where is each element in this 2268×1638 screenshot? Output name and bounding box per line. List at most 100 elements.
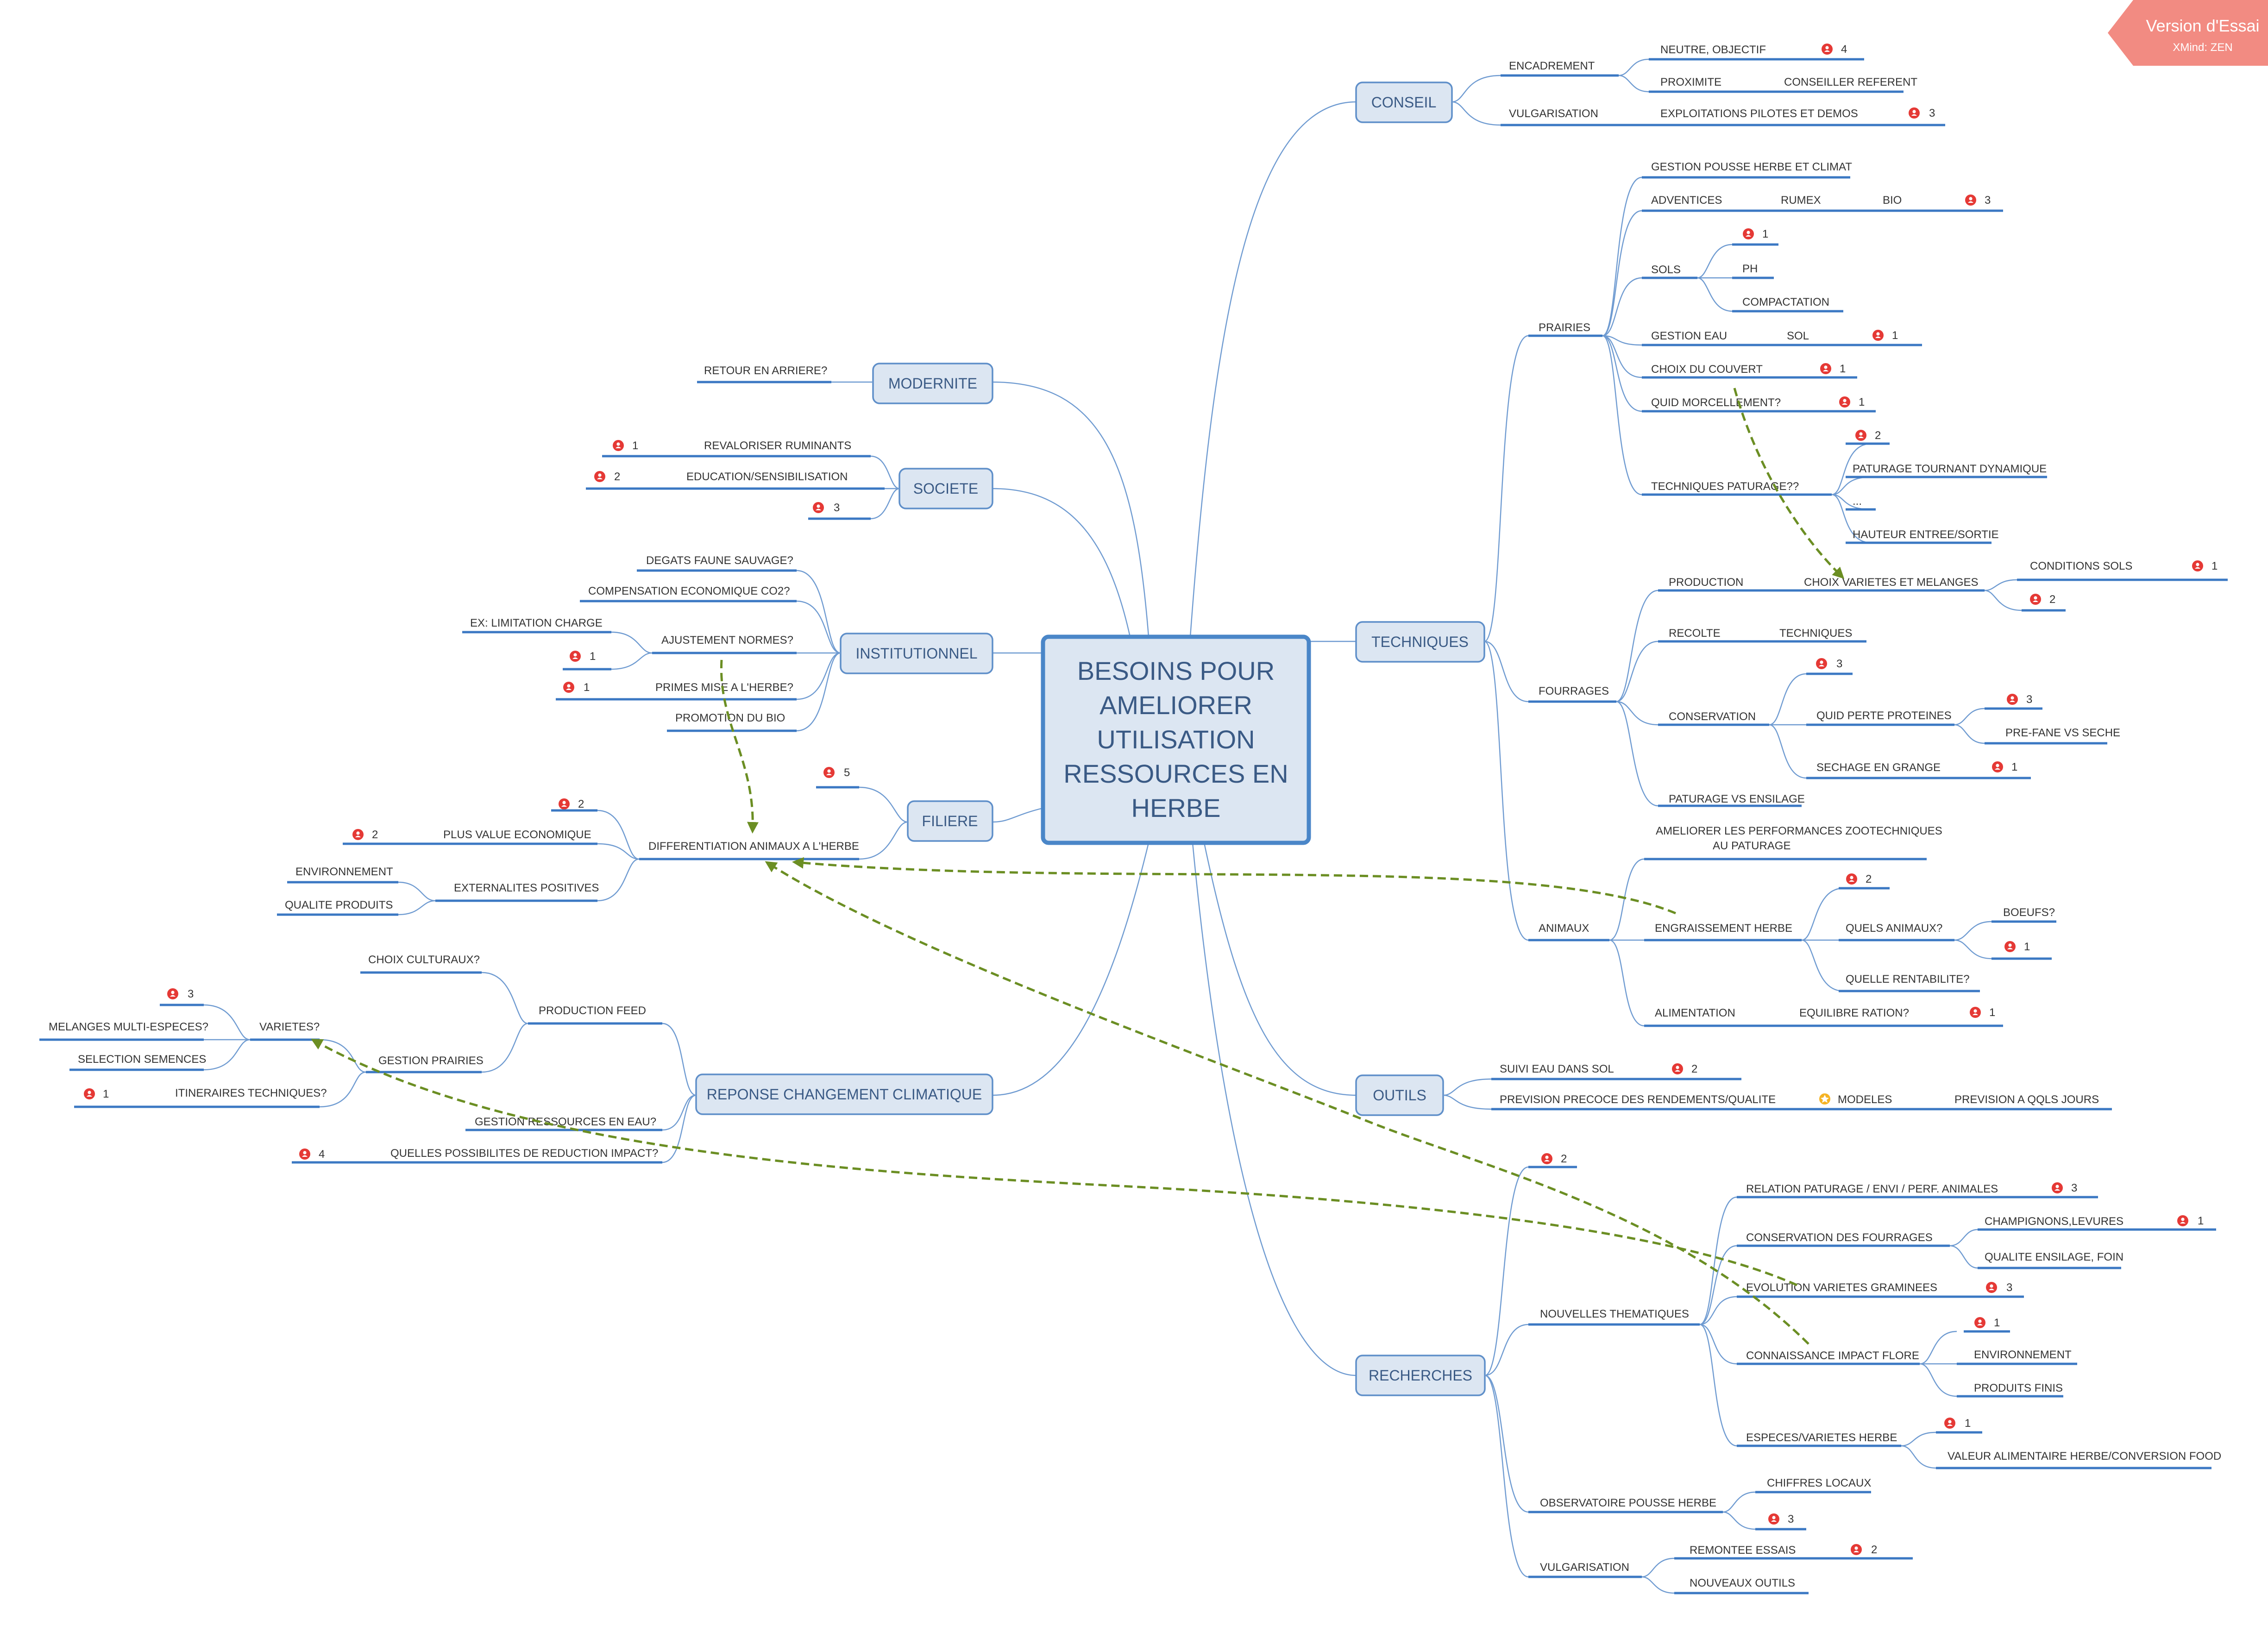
- selection-label: SELECTION SEMENCES: [78, 1053, 206, 1066]
- priority-marker-icon: [1541, 1153, 1552, 1164]
- rumex-label: RUMEX: [1781, 194, 1821, 207]
- branch-modernite: MODERNITE RETOUR EN ARRIERE?: [697, 363, 993, 404]
- compaction-label: COMPACTATION: [1742, 296, 1829, 308]
- environnement-left-label: ENVIRONNEMENT: [295, 866, 393, 878]
- priority-marker-icon: [1872, 330, 1884, 341]
- root-topic[interactable]: BESOINS POUR AMELIORER UTILISATION RESSO…: [1041, 634, 1311, 845]
- varietes-label: VARIETES?: [259, 1021, 320, 1033]
- conservation-blank-marker: 3: [1836, 658, 1842, 670]
- priority-marker-icon: [570, 651, 581, 662]
- priority-marker-icon: [2007, 694, 2018, 705]
- equilibre-label: EQUILIBRE RATION?: [1799, 1007, 1909, 1019]
- priority-marker-icon: [299, 1148, 310, 1160]
- gestion-eau-label: GESTION EAU: [1651, 330, 1727, 342]
- nouveaux-outils-label: NOUVEAUX OUTILS: [1690, 1577, 1795, 1589]
- quid-morcellement-marker: 1: [1859, 396, 1865, 408]
- alimentation-label: ALIMENTATION: [1655, 1007, 1735, 1019]
- boeufs-blank-marker: 1: [2024, 941, 2030, 953]
- sols-blank-marker: 1: [1762, 228, 1768, 240]
- sols-label: SOLS: [1651, 264, 1681, 276]
- revaloriser-label: REVALORISER RUMINANTS: [704, 439, 851, 452]
- sechage-marker: 1: [2011, 761, 2017, 773]
- root-line-1: BESOINS POUR: [1077, 656, 1275, 685]
- equilibre-marker: 1: [1989, 1006, 1995, 1019]
- vulgarisation-recherches-label: VULGARISATION: [1540, 1561, 1629, 1574]
- priority-marker-icon: [2177, 1215, 2188, 1226]
- especes-blank-marker: 1: [1965, 1417, 1971, 1430]
- pre-fane-label: PRE-FANE VS SECHE: [2005, 727, 2120, 739]
- fourrages-label: FOURRAGES: [1539, 685, 1609, 697]
- relation-paturage-label: RELATION PATURAGE / ENVI / PERF. ANIMALE…: [1746, 1183, 1998, 1195]
- remontee-marker: 2: [1871, 1544, 1877, 1556]
- filiere-blank-marker: 5: [844, 766, 850, 779]
- topic-filiere[interactable]: [907, 800, 993, 842]
- quelles-possibilites-marker: 4: [319, 1148, 325, 1161]
- ajustement-blank-marker: 1: [590, 650, 596, 663]
- conseiller-label: CONSEILLER REFERENT: [1784, 76, 1917, 88]
- relation-engraissement-to-differentiation[interactable]: [792, 857, 1676, 915]
- priority-marker-icon: [1820, 363, 1831, 374]
- primes-marker: 1: [584, 681, 590, 694]
- relation-graminees-to-varietes[interactable]: [311, 1039, 1798, 1287]
- quels-animaux-label: QUELS ANIMAUX?: [1846, 922, 1942, 935]
- suivi-eau-marker: 2: [1691, 1063, 1697, 1075]
- choix-culturaux-label: CHOIX CULTURAUX?: [368, 954, 480, 966]
- connaissance-label: CONNAISSANCE IMPACT FLORE: [1746, 1349, 1919, 1362]
- priority-marker-icon: [1846, 873, 1857, 885]
- neutre-marker: 4: [1841, 43, 1847, 56]
- paturage-vs-label: PATURAGE VS ENSILAGE: [1669, 793, 1805, 805]
- produits-finis-label: PRODUITS FINIS: [1974, 1382, 2063, 1394]
- priority-marker-icon: [1944, 1418, 1955, 1429]
- branch-reponse: REPONSE CHANGEMENT CLIMATIQUE PRODUCTION…: [39, 954, 993, 1164]
- evolution-marker: 3: [2006, 1281, 2012, 1294]
- priority-marker-icon: [1822, 44, 1833, 55]
- priority-marker-icon: [2004, 941, 2016, 952]
- bio-marker: 3: [1985, 194, 1991, 207]
- priority-marker-icon: [84, 1088, 95, 1099]
- root-line-2: AMELIORER: [1099, 690, 1252, 720]
- gestion-eau-marker: 1: [1892, 329, 1898, 342]
- priority-marker-icon: [563, 682, 574, 693]
- priority-marker-icon: [352, 829, 364, 840]
- exploitations-label: EXPLOITATIONS PILOTES ET DEMOS: [1660, 107, 1858, 120]
- priority-marker-icon: [2192, 560, 2203, 571]
- trial-version-banner[interactable]: Version d'Essai XMind: ZEN: [2108, 0, 2268, 66]
- priority-marker-icon: [1965, 195, 1976, 206]
- valeur-label: VALEUR ALIMENTAIRE HERBE/CONVERSION FOOD: [1948, 1450, 2221, 1462]
- topic-outils-label: OUTILS: [1373, 1087, 1426, 1104]
- banner-subtitle: XMind: ZEN: [2173, 41, 2232, 54]
- conservation-label: CONSERVATION: [1669, 710, 1756, 723]
- relation-couvert-to-varietes[interactable]: [1733, 388, 1845, 579]
- topic-societe-label: SOCIETE: [913, 480, 978, 497]
- techniques-paturage-blank-marker: 2: [1875, 429, 1881, 442]
- observatoire-label: OBSERVATOIRE POUSSE HERBE: [1540, 1497, 1716, 1509]
- priority-marker-icon: [613, 440, 624, 451]
- priority-marker-icon: [1992, 761, 2003, 772]
- relation-normes-to-differentiation[interactable]: [720, 659, 759, 834]
- topic-reponse[interactable]: [695, 1073, 993, 1115]
- gestion-ressources-label: GESTION RESSOURCES EN EAU?: [475, 1116, 656, 1128]
- vulgarisation-conseil-label: VULGARISATION: [1509, 107, 1598, 120]
- topic-recherches-label: RECHERCHES: [1369, 1367, 1472, 1384]
- ellipsis-label: ...: [1853, 495, 1862, 508]
- relation-flore-to-differentiation[interactable]: [765, 861, 1809, 1345]
- priority-marker-icon: [167, 988, 178, 999]
- quelle-rentabilite-label: QUELLE RENTABILITE?: [1846, 973, 1970, 985]
- exploitations-marker: 3: [1929, 107, 1935, 119]
- priority-marker-icon: [1768, 1513, 1779, 1525]
- education-marker: 2: [614, 471, 620, 483]
- branch-filiere: FILIERE 5 DIFFERENTIATION ANIMAUX A L'HE…: [277, 766, 993, 916]
- recherches-blank-marker: 2: [1561, 1153, 1567, 1165]
- priority-marker-icon: [823, 767, 835, 778]
- choix-couvert-marker: 1: [1840, 363, 1846, 375]
- conservation-fourrages-label: CONSERVATION DES FOURRAGES: [1746, 1231, 1933, 1244]
- branch-outils: OUTILS SUIVI EAU DANS SOL 2 PREVISION PR…: [1355, 1063, 2112, 1116]
- priority-marker-icon: [559, 798, 570, 810]
- sol-label: SOL: [1787, 330, 1809, 342]
- melanges-label: MELANGES MULTI-ESPECES?: [49, 1021, 208, 1033]
- quid-perte-label: QUID PERTE PROTEINES: [1816, 709, 1952, 722]
- priority-marker-icon: [1855, 430, 1866, 441]
- topic-modernite[interactable]: [872, 363, 993, 404]
- root-line-4: RESSOURCES EN: [1063, 759, 1288, 788]
- plus-value-marker: 2: [372, 828, 378, 841]
